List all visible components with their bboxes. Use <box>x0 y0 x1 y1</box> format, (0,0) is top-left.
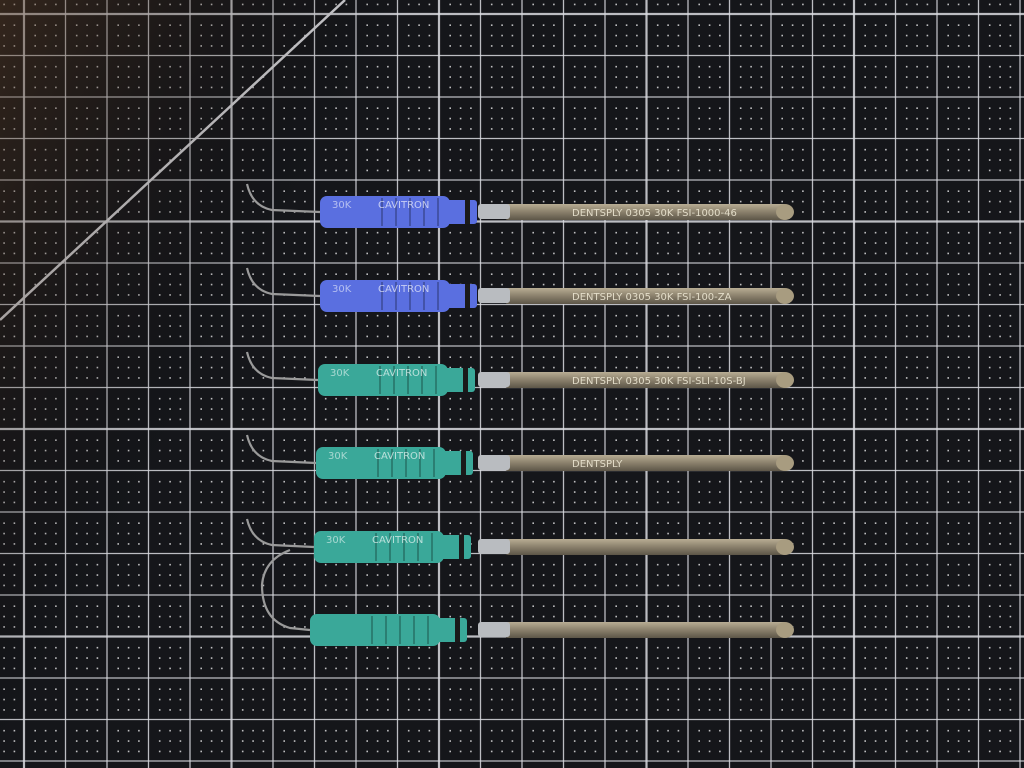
insert-handle-neck <box>443 368 475 392</box>
insert-tip-wire <box>245 518 315 549</box>
insert-handle-grip <box>320 196 450 228</box>
insert-handle-neck <box>445 284 477 308</box>
insert-shaft-end <box>776 288 794 304</box>
insert-handle-neck <box>441 451 473 475</box>
insert-handle-grip <box>310 614 440 646</box>
scaler-insert: 30K CAVITRON DENTSPLY 0305 30K FSI-100-ZA <box>245 267 794 312</box>
insert-brand-label: CAVITRON <box>378 200 429 211</box>
insert-size-label: 30K <box>326 535 346 546</box>
insert-size-label: 30K <box>332 200 352 211</box>
insert-handle-grip <box>316 447 446 479</box>
insert-brand-label: CAVITRON <box>378 284 429 295</box>
insert-shaft-engraving: DENTSPLY <box>572 459 623 470</box>
insert-o-ring <box>459 535 464 559</box>
insert-metal-collar <box>478 539 510 554</box>
insert-shaft-engraving: DENTSPLY 0305 30K FSI-1000-46 <box>572 208 737 219</box>
insert-o-ring <box>463 368 468 392</box>
insert-shaft <box>505 204 787 220</box>
insert-brand-label: CAVITRON <box>372 535 423 546</box>
scaler-insert <box>260 548 794 646</box>
insert-metal-collar <box>478 204 510 219</box>
insert-metal-collar <box>478 455 510 470</box>
insert-handle-grip <box>314 531 444 563</box>
insert-brand-label: CAVITRON <box>374 451 425 462</box>
insert-shaft-engraving: DENTSPLY 0305 30K FSI-100-ZA <box>572 292 732 303</box>
insert-brand-label: CAVITRON <box>376 368 427 379</box>
insert-shaft-end <box>776 455 794 471</box>
insert-metal-collar <box>478 288 510 303</box>
insert-o-ring <box>455 618 460 642</box>
scaler-insert: 30K CAVITRON <box>245 518 794 563</box>
insert-metal-collar <box>478 372 510 387</box>
scaler-insert: 30K CAVITRON DENTSPLY 0305 30K FSI-1000-46 <box>245 183 794 228</box>
insert-shaft <box>505 622 787 638</box>
insert-handle-neck <box>439 535 471 559</box>
insert-tip-wire <box>245 434 317 465</box>
insert-shaft-end <box>776 539 794 555</box>
scaler-insert: 30K CAVITRON DENTSPLY 0305 30K FSI-SLI-10S… <box>245 351 794 396</box>
insert-size-label: 30K <box>332 284 352 295</box>
insert-tip-wire <box>260 548 311 632</box>
insert-shaft <box>505 455 787 471</box>
insert-handle-neck <box>435 618 467 642</box>
insert-tip-wire <box>245 351 319 382</box>
insert-shaft-end <box>776 622 794 638</box>
scaler-insert: 30K CAVITRON DENTSPLY <box>245 434 794 479</box>
insert-shaft-end <box>776 372 794 388</box>
insert-tip-wire <box>245 183 321 214</box>
insert-handle-grip <box>318 364 448 396</box>
insert-handle-neck <box>445 200 477 224</box>
insert-metal-collar <box>478 622 510 637</box>
insert-shaft <box>505 372 787 388</box>
insert-shaft-end <box>776 204 794 220</box>
insert-tip-wire <box>245 267 321 298</box>
insert-shaft-engraving: DENTSPLY 0305 30K FSI-SLI-10S-BJ <box>572 376 746 387</box>
insert-o-ring <box>465 284 470 308</box>
insert-shaft <box>505 288 787 304</box>
scaler-inserts: 30K CAVITRON DENTSPLY 0305 30K FSI-1000-46… <box>245 183 794 646</box>
insert-shaft <box>505 539 787 555</box>
insert-o-ring <box>465 200 470 224</box>
insert-size-label: 30K <box>330 368 350 379</box>
insert-o-ring <box>461 451 466 475</box>
insert-handle-grip <box>320 280 450 312</box>
insert-size-label: 30K <box>328 451 348 462</box>
